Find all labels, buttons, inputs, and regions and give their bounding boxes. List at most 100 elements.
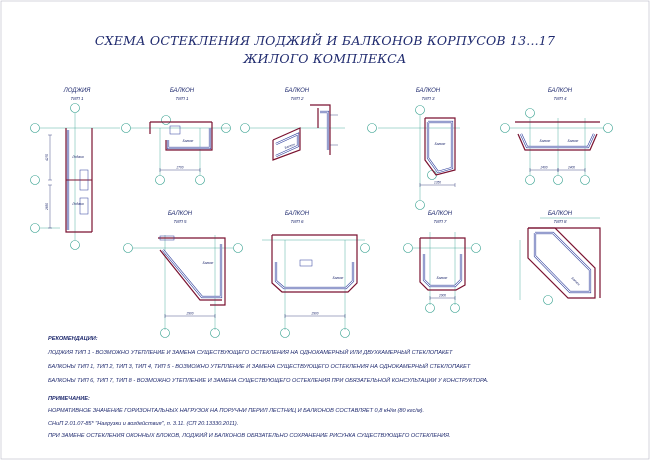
dim-b6-label: 2900 (310, 312, 318, 316)
axis-bubble (280, 328, 290, 338)
axis-bubble (425, 303, 435, 313)
loggia-door (79, 169, 89, 191)
dim-b4a-label: 2400 (539, 166, 547, 170)
b2-label: Балкон (284, 142, 296, 149)
axis-bubble (403, 243, 413, 253)
dim-b4b-label: 2400 (567, 166, 575, 170)
axis-bubble (70, 240, 80, 250)
b3-glazing (426, 120, 454, 174)
b6-glazing (274, 262, 355, 290)
axis-bubble (233, 243, 243, 253)
caption-balcony-1: БАЛКОН ТИП 1 (169, 88, 195, 101)
caption-loggia-1: ЛОДЖИЯ ТИП 1 (63, 88, 91, 101)
axis-bubble (30, 123, 40, 133)
note-preserve: ПРИ ЗАМЕНЕ ОСТЕКЛЕНИЯ ОКОННЫХ БЛОКОВ, ЛО… (48, 433, 451, 439)
b1-glazing (166, 128, 212, 150)
recommendation-loggia: ЛОДЖИЯ ТИП 1 - ВОЗМОЖНО УТЕПЛЕНИЕ И ЗАМЕ… (48, 350, 453, 356)
loggia-label: Лоджия (71, 155, 84, 159)
axis-bubble (543, 295, 553, 305)
b2-glazing (320, 110, 330, 150)
b8-wall-outer (528, 227, 601, 298)
b6-door (299, 259, 313, 267)
b5-glazing-inner (162, 244, 222, 298)
b5-wall (159, 249, 222, 301)
b1-label: Балкон (183, 139, 194, 143)
caption-balcony-7: БАЛКОН ТИП 7 (427, 211, 453, 224)
caption-balcony-2: БАЛКОН ТИП 2 (284, 88, 310, 101)
axis-bubble (160, 328, 170, 338)
b6-wall (271, 234, 358, 293)
axis-bubble (155, 175, 165, 185)
axis-bubble (427, 170, 437, 180)
axis-bubble (471, 243, 481, 253)
b6-label: Балкон (333, 276, 344, 280)
b7-label: Балкон (437, 276, 448, 280)
dim-b1-label: 2700 (175, 166, 183, 170)
axis-bubble (121, 123, 131, 133)
b7-wall (419, 237, 466, 291)
b2-glazing-inner (320, 111, 329, 150)
caption-balcony-8: БАЛКОН ТИП 8 (547, 211, 573, 224)
sheet-title: СХЕМА ОСТЕКЛЕНИЯ ЛОДЖИЙ И БАЛКОНОВ КОРПУ… (94, 33, 556, 48)
dim-l1a-label: 4270 (45, 154, 49, 161)
axis-bubble (580, 175, 590, 185)
b3-wall (424, 117, 456, 176)
b8-wall (527, 227, 596, 299)
dim-b5-label: 2900 (185, 312, 193, 316)
b4-label-2: Балкон (568, 139, 579, 143)
b3-label: Балкон (435, 142, 446, 146)
b2-wall (272, 127, 301, 161)
axis-bubble (603, 123, 613, 133)
b8-glazing-inner (534, 232, 591, 293)
caption-balcony-6: БАЛКОН ТИП 6 (284, 211, 310, 224)
b2-wall (310, 104, 331, 155)
axis-bubble (450, 303, 460, 313)
b4-label-1: Балкон (540, 139, 551, 143)
axis-bubble (360, 243, 370, 253)
axis-bubble (30, 175, 40, 185)
dim-b7-label: 2000 (438, 294, 446, 298)
axis-bubble (240, 123, 250, 133)
axis-bubble (210, 328, 220, 338)
loggia-door (79, 197, 89, 215)
dim-b3-label: 1350 (434, 181, 441, 185)
b5-window (159, 235, 175, 241)
axis-bubble (30, 223, 40, 233)
b5-wall (158, 237, 226, 306)
b3-glazing-inner (427, 121, 453, 173)
b7-glazing (422, 254, 463, 288)
axis-bubble (195, 175, 205, 185)
b1-door (169, 125, 181, 135)
b4-wall (517, 133, 598, 151)
axis-bubble (525, 175, 535, 185)
caption-balcony-4: БАЛКОН ТИП 4 (547, 88, 573, 101)
b4-glazing (520, 133, 595, 149)
note-load: НОРМАТИВНОЕ ЗНАЧЕНИЕ ГОРИЗОНТАЛЬНЫХ НАГР… (48, 408, 425, 414)
sheet-subtitle: ЖИЛОГО КОМПЛЕКСА (243, 51, 407, 66)
recommendations-title: РЕКОМЕНДАЦИИ: (48, 336, 98, 342)
axis-bubble (553, 175, 563, 185)
b7-glazing-inner (423, 254, 462, 287)
recommendation-balcony-6-8: БАЛКОНЫ ТИП 6, ТИП 7, ТИП 8 - ВОЗМОЖНО У… (48, 378, 489, 384)
axis-bubble (525, 108, 535, 118)
b5-label: Балкон (203, 261, 214, 265)
b6-glazing-inner (275, 262, 354, 289)
axis-bubble (500, 123, 510, 133)
note-title: ПРИМЕЧАНИЕ: (48, 396, 90, 402)
axis-bubble (367, 123, 377, 133)
axis-bubble (161, 115, 171, 125)
axis-bubble (123, 243, 133, 253)
recommendation-balcony-1-5: БАЛКОНЫ ТИП 1, ТИП 2, ТИП 3, ТИП 4, ТИП … (48, 364, 471, 370)
b2-glazing-inner (275, 133, 299, 157)
loggia-wall (65, 128, 92, 233)
dim-l1b-label: 2650 (45, 203, 49, 211)
axis-bubble (70, 103, 80, 113)
b8-label: Балкон (571, 276, 582, 287)
axis-bubble (340, 328, 350, 338)
b1-glazing-inner (167, 128, 211, 149)
axis-bubble (415, 200, 425, 210)
caption-balcony-3: БАЛКОН ТИП 3 (415, 88, 441, 101)
